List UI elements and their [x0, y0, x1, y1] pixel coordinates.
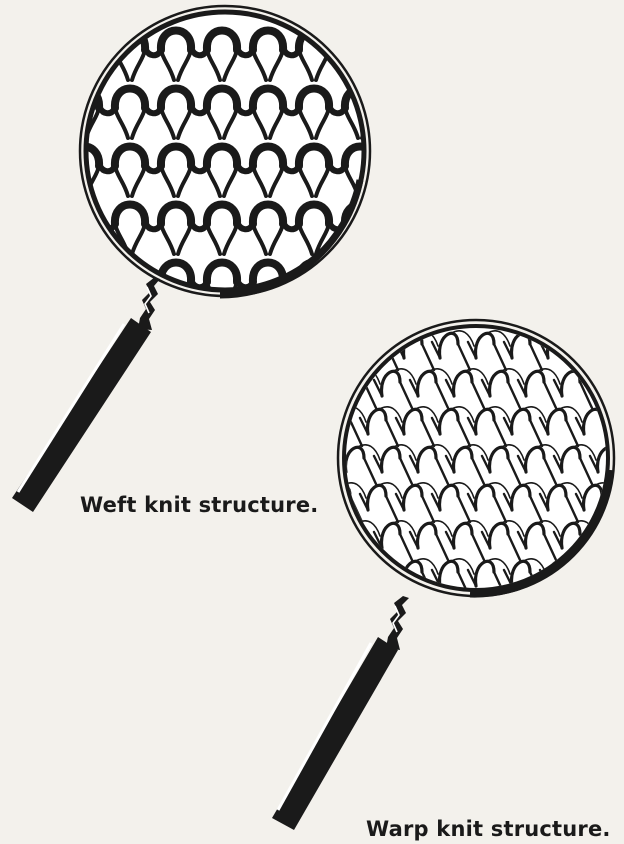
weft-handle [12, 277, 160, 512]
weft-caption: Weft knit structure. [80, 493, 318, 517]
warp-magnifier [272, 320, 624, 830]
warp-lens [346, 328, 606, 588]
warp-caption: Warp knit structure. [366, 817, 611, 841]
weft-magnifier [12, 6, 375, 512]
warp-handle [272, 596, 409, 830]
